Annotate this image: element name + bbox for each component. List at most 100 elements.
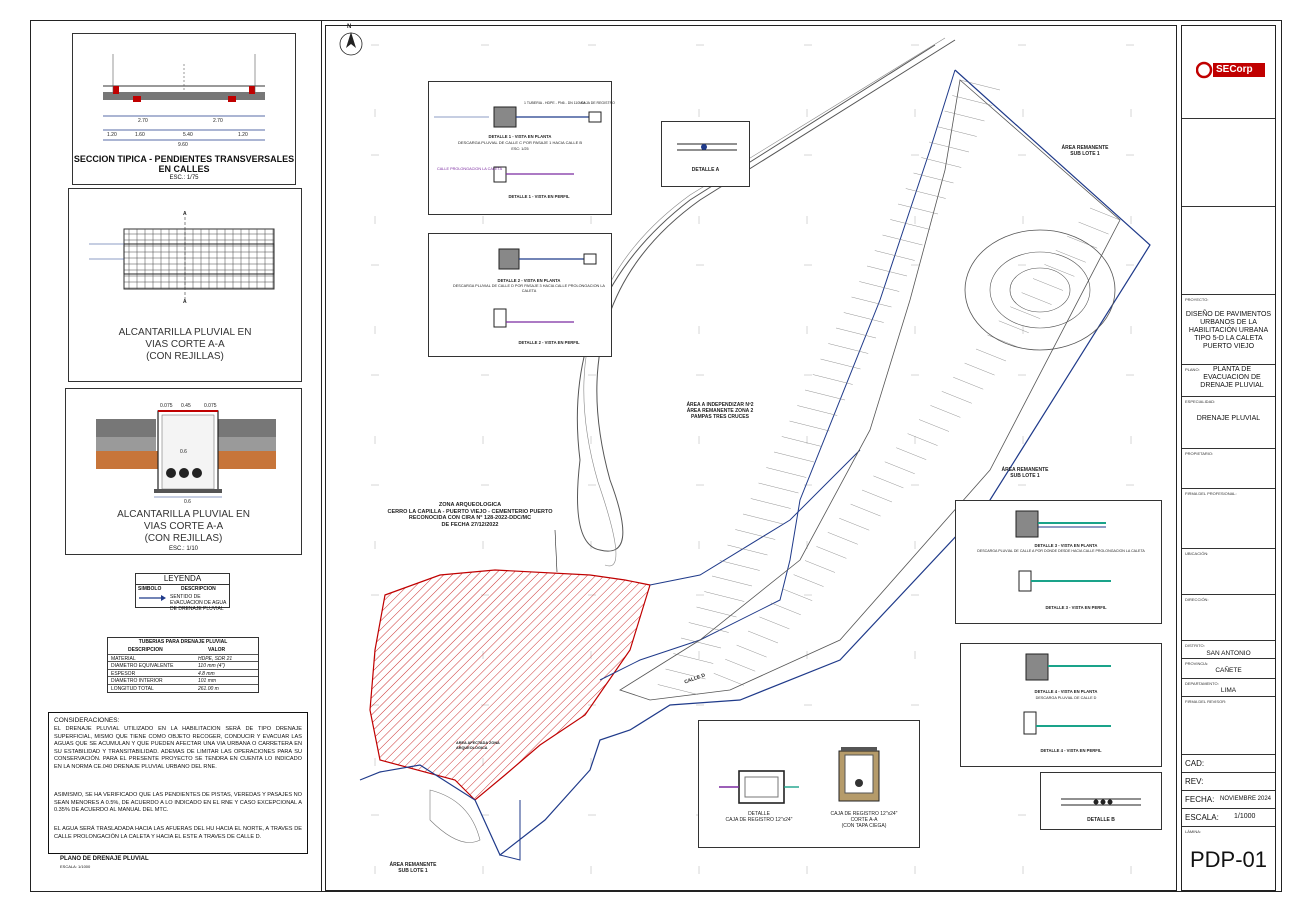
caja-registro-drawing	[719, 747, 880, 804]
tb-distrito-text: SAN ANTONIO	[1206, 650, 1251, 657]
detalle-1-perfil: DETALLE 1 - VISTA EN PERFIL	[508, 194, 570, 199]
tb-escala-label: ESCALA:	[1185, 813, 1219, 822]
detalle-3-drawing	[1015, 510, 1111, 592]
seccion-scale: ESC.: 1/75	[169, 175, 199, 181]
alcantarilla1-line3: (CON REJILLAS)	[146, 351, 224, 362]
alcantarilla2-line3: (CON REJILLAS)	[144, 533, 223, 544]
leyenda-title: LEYENDA	[136, 574, 229, 585]
detalle-b-label: DETALLE B	[1087, 817, 1115, 823]
detalle-1-caja: CAJA DE REGISTRO	[581, 101, 615, 105]
detalle-2-perfil: DETALLE 2 - VISTA EN PERFIL	[518, 340, 580, 345]
detalle-2-planta: DETALLE 2 - VISTA EN PLANTA	[497, 278, 561, 283]
tb-fecha-label: FECHA:	[1185, 795, 1215, 804]
tb-logo-separator	[1182, 118, 1275, 119]
corte-dim-3: 0.075	[204, 403, 217, 409]
tb-provincia-label: PROVINCIA:	[1185, 661, 1209, 666]
detalle-4-perfil: DETALLE 4 - VISTA EN PERFIL	[1040, 748, 1102, 753]
detalle-1-prolongacion: CALLE PROLONGACION LA CALETA	[437, 167, 503, 171]
tb-fecha: FECHA: NOVIEMBRE 2024	[1182, 790, 1275, 808]
dim-5: 5.40	[183, 132, 193, 138]
tuberias-head1: DESCRIPCION	[128, 647, 163, 653]
tuberias-table: TUBERIAS PARA DRENAJE PLUVIAL DESCRIPCIO…	[107, 637, 259, 693]
area-rem-mid: ÁREA REMANENTE SUB LOTE 1	[1001, 467, 1049, 479]
consideraciones-p1: EL DRENAJE PLUVIAL UTILIZADO EN LA HABIL…	[54, 726, 302, 770]
detalle-1-desc: DESCARGA PLUVIAL DE CALLE C POR PASAJE 1…	[457, 140, 583, 145]
tb-cad-label: CAD:	[1185, 759, 1205, 768]
tuberias-row: DIAMETRO EQUIVALENTE 110 mm (4")	[108, 661, 258, 669]
caja-corte-1: CAJA DE REGISTRO 12"x24"	[830, 811, 898, 817]
tb-especialidad: ESPECIALIDAD: DRENAJE PLUVIAL	[1182, 396, 1275, 448]
detalle-a-drawing	[677, 143, 737, 151]
detalle-2-drawing	[493, 248, 597, 328]
detalle-a-box: DETALLE A	[661, 121, 750, 187]
caja-registro-box: DETALLE CAJA DE REGISTRO 12"x24" CAJA DE…	[698, 720, 920, 848]
alcantarilla1-line2: VIAS CORTE A-A	[145, 339, 225, 350]
tb-proyecto-label: PROYECTO:	[1185, 297, 1209, 302]
tb-provincia-text: CAÑETE	[1215, 667, 1242, 674]
alcantarilla2-line2: VIAS CORTE A-A	[143, 521, 224, 532]
tuberias-cell-desc: DIAMETRO EQUIVALENTE	[111, 663, 174, 670]
caja-corte-2: CORTE A-A	[850, 817, 878, 823]
pampas-label: PAMPAS TRES CRUCES	[691, 414, 749, 420]
tb-propietario: PROPIETARIO:	[1182, 448, 1275, 488]
tuberias-cell-desc: MATERIAL	[111, 656, 136, 662]
leyenda-desc: SENTIDO DE EVACUACION DE AGUA DE DRENAJE…	[170, 594, 227, 612]
leyenda-col1: SIMBOLO	[138, 586, 162, 592]
tb-lamina-label: LÁMINA:	[1185, 829, 1202, 834]
map-border	[325, 25, 1177, 891]
tb-fecha-text: NOVIEMBRE 2024	[1220, 796, 1272, 802]
detalle-1-tuberia: 1 TUBERIA - HDPE - PN6 - DN 110MM	[524, 101, 586, 105]
zona-arq-1: ZONA ARQUEOLOGICA	[438, 502, 502, 508]
tb-cad: CAD:	[1182, 754, 1275, 772]
tb-departamento-text: LIMA	[1220, 687, 1237, 694]
tb-firma-revisor: FIRMA DEL REVISOR:	[1182, 696, 1275, 754]
detalle-3-planta: DETALLE 3 - VISTA EN PLANTA	[1034, 543, 1098, 548]
tb-firma-revisor-label: FIRMA DEL REVISOR:	[1185, 699, 1227, 704]
detalle-b-box: DETALLE B	[1040, 772, 1162, 830]
tb-distrito: DISTRITO: SAN ANTONIO	[1182, 640, 1275, 658]
tuberias-row: LONGITUD TOTAL 261.00 m	[108, 683, 258, 692]
detalle-3-box: DETALLE 3 - VISTA EN PLANTA DESCARGA PLU…	[955, 500, 1162, 624]
detalle-4-desc: DESCARGA PLUVIAL DE CALLE D	[1035, 696, 1097, 700]
tb-blank-separator	[1182, 206, 1275, 207]
tb-rev-label: REV:	[1185, 777, 1204, 786]
dim-6: 1.20	[238, 132, 248, 138]
section-a-bottom: A	[183, 299, 187, 305]
detalle-1-esc: ESC: 1/25	[511, 147, 529, 151]
area-remanente-zona2: ÁREA REMANENTE ZONA 2	[686, 408, 754, 414]
tb-distrito-label: DISTRITO:	[1185, 643, 1205, 648]
title-block: SECorp PROYECTO: DISEÑO DE PAVIMENTOS UR…	[1181, 25, 1276, 891]
dim-2: 2.70	[213, 118, 223, 124]
dim-3: 1.20	[107, 132, 117, 138]
tuberias-cell-value: 110 mm (4")	[198, 663, 225, 670]
tb-firma: FIRMA DEL PROFESIONAL:	[1182, 488, 1275, 548]
corte-dim-2: 0.45	[181, 403, 191, 409]
tb-plano: PLANO: PLANTA DE EVACUACION DE DRENAJE P…	[1182, 364, 1275, 396]
area-afectada: AREA AFECTADA ZONA ARQUEOLOGICA	[456, 741, 500, 750]
area-rem-top: ÁREA REMANENTE SUB LOTE 1	[1061, 145, 1109, 157]
detalle-2-box: DETALLE 2 - VISTA EN PLANTA DESCARGA PLU…	[428, 233, 612, 357]
tuberias-cell-value: 261.00 m	[198, 685, 219, 692]
leyenda-col2: DESCRIPCION	[181, 586, 216, 592]
dim-1: 2.70	[138, 118, 148, 124]
tb-especialidad-label: ESPECIALIDAD:	[1185, 399, 1216, 404]
caja-corte-3: (CON TAPA CIEGA)	[841, 823, 887, 829]
logo: SECorp	[1195, 60, 1266, 85]
detalle-4-drawing	[1023, 653, 1111, 735]
caja-detalle-2: CAJA DE REGISTRO 12"x24"	[725, 817, 793, 823]
tuberias-cell-value: 101 mm	[198, 678, 217, 685]
consideraciones-box: CONSIDERACIONES: EL DRENAJE PLUVIAL UTIL…	[48, 712, 308, 854]
tuberias-cell-desc: LONGITUD TOTAL	[111, 685, 154, 692]
tb-ubicacion: UBICACIÓN:	[1182, 548, 1275, 594]
tb-especialidad-text: DRENAJE PLUVIAL	[1196, 415, 1261, 422]
seccion-title-line1: SECCION TIPICA - PENDIENTES TRANSVERSALE…	[73, 154, 295, 164]
alcantarilla2-scale: ESC.: 1/10	[168, 546, 198, 552]
area-rem-bottom: ÁREA REMANENTE SUB LOTE 1	[389, 862, 437, 874]
tb-propietario-label: PROPIETARIO:	[1185, 451, 1214, 456]
alcantarilla1-title: ALCANTARILLA PLUVIAL EN VIAS CORTE A-A (…	[69, 327, 301, 363]
logo-text: SECorp	[1216, 64, 1253, 75]
alcantarilla1-line1: ALCANTARILLA PLUVIAL EN	[118, 327, 252, 338]
tb-departamento-label: DEPARTAMENTO:	[1185, 681, 1219, 686]
